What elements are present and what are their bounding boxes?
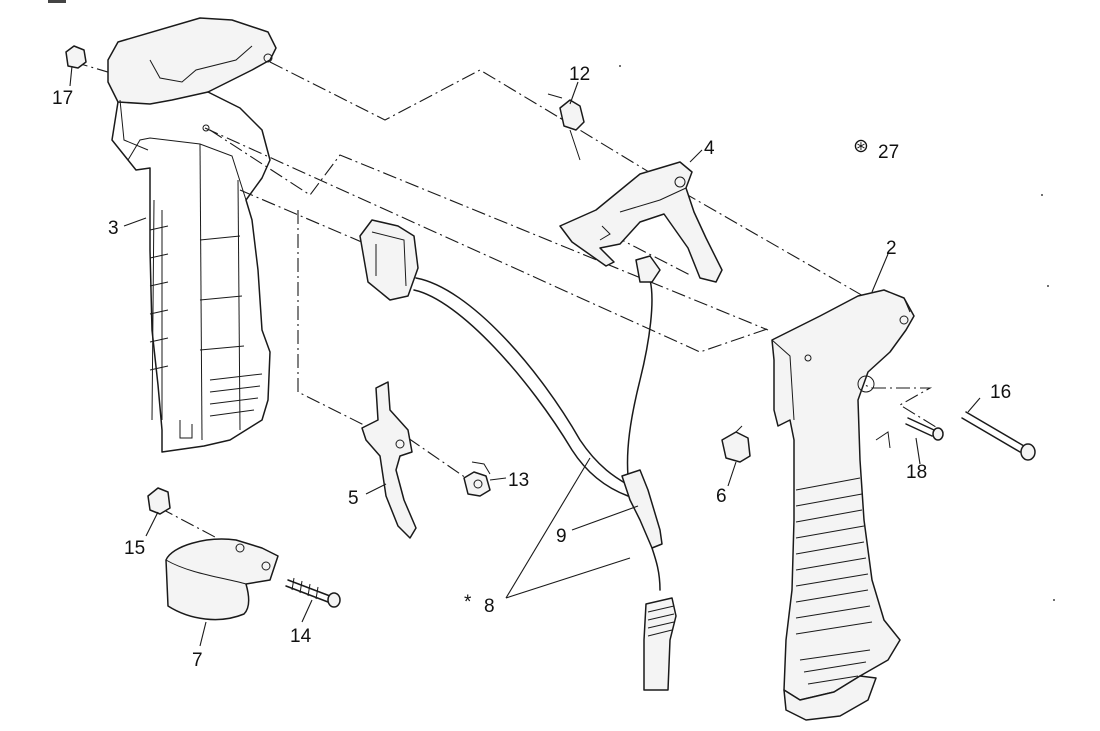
part-18-screw [905, 417, 944, 441]
callout-14: 14 [290, 626, 312, 647]
part-9-cable-end [621, 469, 663, 549]
scan-noise [48, 0, 1055, 601]
part-14-screw [285, 577, 341, 608]
part-16-bolt [961, 411, 1036, 461]
callout-15: 15 [124, 538, 145, 559]
part-13-nut [463, 461, 491, 497]
part-15-cap [147, 487, 171, 515]
part-6-clip [721, 425, 751, 463]
callout-5: 5 [348, 488, 359, 509]
part-5-trigger [361, 381, 417, 539]
leader-lines [69, 65, 981, 647]
callout-7: 7 [192, 650, 203, 671]
callout-9: 9 [556, 526, 567, 547]
part-3-handle-left-half [107, 17, 277, 453]
part-12-spring [547, 93, 585, 161]
part-2-handle-right-half [771, 289, 915, 721]
callout-8: 8 [484, 596, 495, 617]
callout-6: 6 [716, 486, 727, 507]
part-17-nut [65, 45, 87, 69]
callout-27-mark: ⊛ [853, 136, 869, 157]
callouts: 17 12 4 ⊛ 27 2 3 16 18 5 13 6 9 * 8 15 7… [52, 64, 1011, 671]
stop-switch-assembly [359, 219, 661, 497]
callout-17: 17 [52, 88, 73, 109]
callout-2: 2 [886, 238, 897, 259]
callout-12: 12 [569, 64, 590, 85]
part-7-clamp [165, 538, 279, 621]
callout-3: 3 [108, 218, 119, 239]
part-8-throttle-cable [643, 547, 677, 691]
part-4-throttle-lever [559, 161, 723, 283]
callout-13: 13 [508, 470, 529, 491]
callout-8-mark: * [464, 592, 472, 613]
callout-4: 4 [704, 138, 715, 159]
callout-18: 18 [906, 462, 927, 483]
callout-16: 16 [990, 382, 1011, 403]
callout-27: 27 [878, 142, 899, 163]
